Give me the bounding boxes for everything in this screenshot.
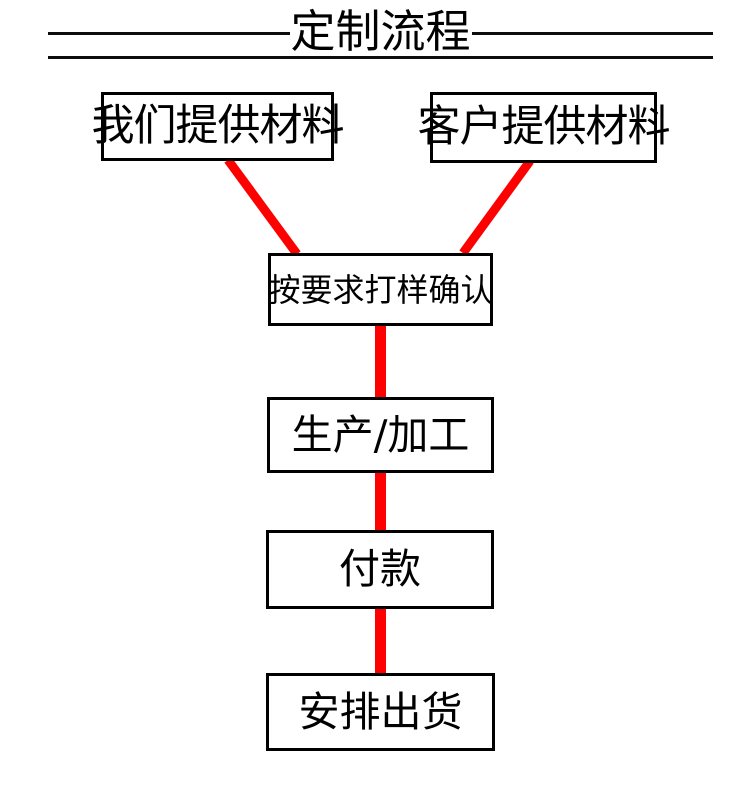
title-rule-bottom xyxy=(48,56,713,59)
node-we-supply-label: 我们提供材料 xyxy=(91,101,345,151)
node-shipping-label: 安排出货 xyxy=(298,687,463,736)
node-sample-confirm-label: 按要求打样确认 xyxy=(268,270,493,309)
title-rule-right xyxy=(471,32,714,35)
edge-we-supply-to-sample-confirm xyxy=(224,157,301,257)
node-production-label: 生产/加工 xyxy=(291,410,470,459)
edge-sample-confirm-to-production xyxy=(375,322,386,401)
node-shipping: 安排出货 xyxy=(266,673,495,751)
node-production: 生产/加工 xyxy=(267,397,494,473)
node-sample-confirm: 按要求打样确认 xyxy=(268,253,493,326)
node-client-supply: 客户提供材料 xyxy=(418,92,671,163)
edge-payment-to-shipping xyxy=(375,605,386,677)
node-payment-label: 付款 xyxy=(339,545,421,593)
header: 定制流程 xyxy=(0,0,750,80)
edge-client-supply-to-sample-confirm xyxy=(459,158,534,256)
edge-production-to-payment xyxy=(375,469,386,534)
node-client-supply-label: 客户提供材料 xyxy=(417,102,671,152)
title-rule-left xyxy=(48,32,290,35)
page-title: 定制流程 xyxy=(290,5,471,58)
title-rule-row: 定制流程 xyxy=(48,5,714,58)
node-we-supply: 我们提供材料 xyxy=(92,92,345,161)
node-payment: 付款 xyxy=(266,530,494,609)
